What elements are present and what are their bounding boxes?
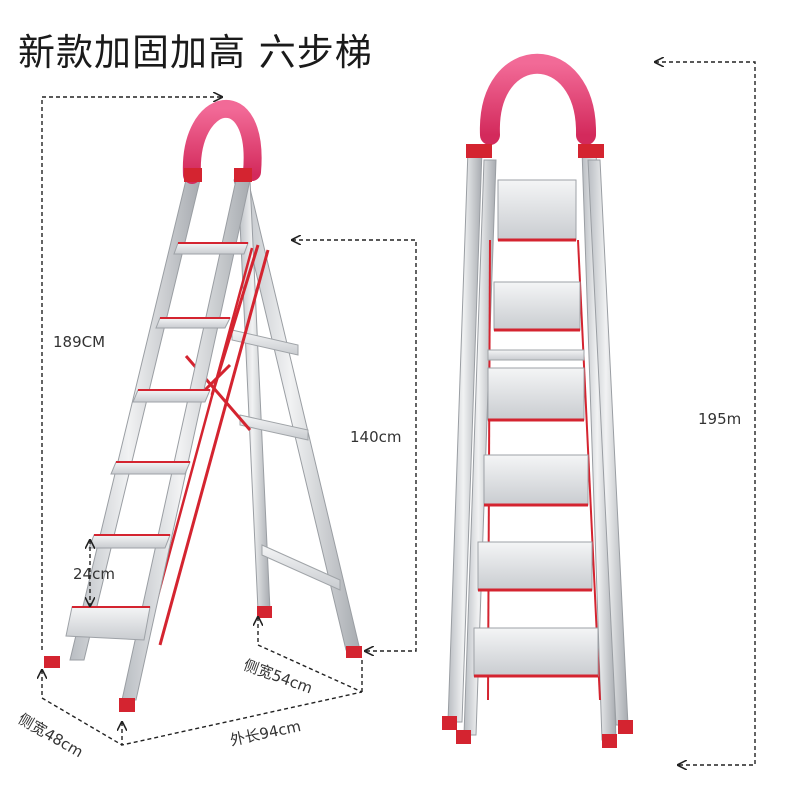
foot-cap	[602, 734, 617, 748]
label-step-spacing: 24cm	[73, 565, 115, 583]
dimension-arrow	[258, 617, 363, 693]
ladder-image-front	[442, 53, 633, 748]
dimension-lines	[41, 62, 756, 765]
label-front-height: 195m	[698, 410, 742, 428]
ladder-image-side	[44, 100, 362, 712]
label-total-height: 189CM	[53, 333, 106, 351]
foot-cap	[44, 656, 60, 668]
dimension-arrow	[292, 240, 417, 651]
foot-cap	[257, 606, 272, 618]
front-steps	[473, 179, 599, 678]
label-platform-height: 140cm	[350, 428, 402, 446]
foot-cap	[442, 716, 457, 730]
dimension-arrow	[655, 62, 756, 765]
left-steps	[65, 242, 249, 641]
foot-cap	[119, 698, 135, 712]
foot-cap	[346, 646, 362, 658]
dimension-arrow	[42, 670, 123, 746]
foot-cap	[456, 730, 471, 744]
dimension-arrow	[41, 97, 222, 650]
dimension-arrow	[122, 691, 363, 746]
page-title: 新款加固加高 六步梯	[18, 31, 373, 74]
foot-cap	[618, 720, 633, 734]
